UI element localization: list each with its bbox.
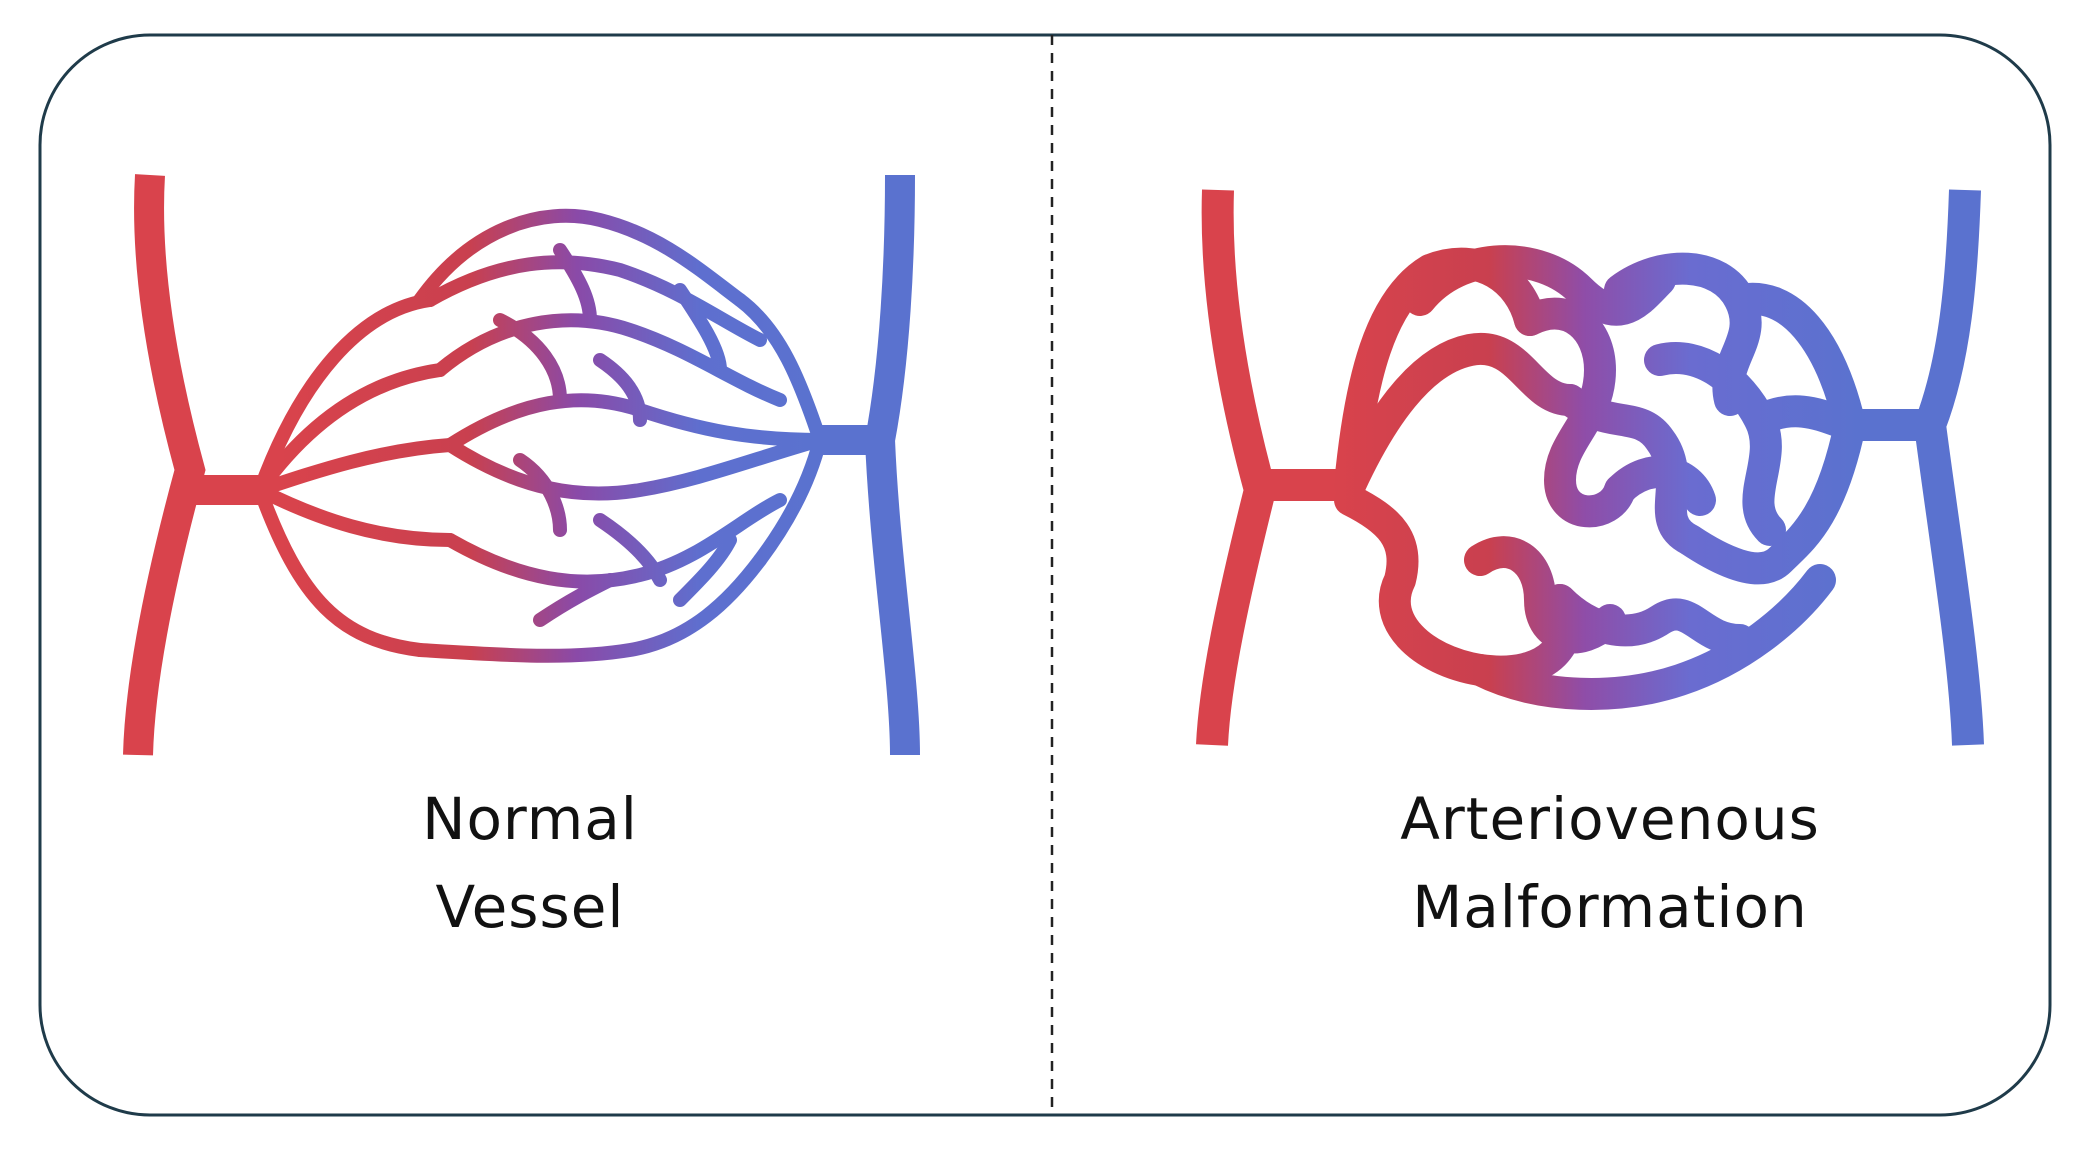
normal-vessel-label: Normal Vessel xyxy=(330,775,730,951)
normal-vein xyxy=(864,174,920,756)
normal-vessel-illustration xyxy=(123,174,920,756)
avm-vein xyxy=(1913,189,1984,746)
avm-label-line1: Arteriovenous xyxy=(1400,785,1820,853)
avm-illustration xyxy=(1196,189,1984,746)
normal-vessel-label-line2: Vessel xyxy=(435,873,625,941)
avm-label: Arteriovenous Malformation xyxy=(1310,775,1910,951)
normal-artery xyxy=(123,174,206,756)
avm-label-line2: Malformation xyxy=(1412,873,1808,941)
avm-artery xyxy=(1196,189,1277,746)
normal-vessel-label-line1: Normal xyxy=(422,785,638,853)
